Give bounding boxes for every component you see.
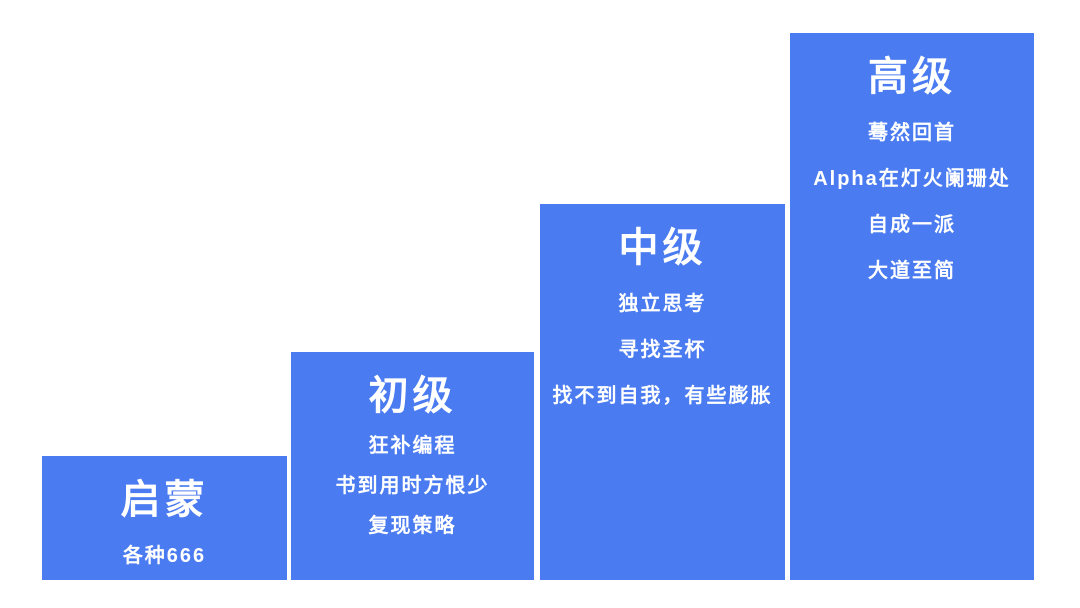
step-item: 复现策略: [368, 515, 457, 537]
step-item: 书到用时方恨少: [335, 475, 490, 497]
step-item-list: 独立思考 寻找圣杯 找不到自我，有些膨胀: [540, 290, 785, 410]
step-item-list: 各种666: [42, 542, 287, 570]
step-item: 独立思考: [618, 293, 707, 315]
step-title: 初级: [368, 374, 457, 418]
step-title: 中级: [618, 226, 707, 270]
step-block-2-beginner: 初级 狂补编程 书到用时方恨少 复现策略: [291, 352, 534, 580]
step-item: 自成一派: [868, 214, 956, 236]
step-item-list: 狂补编程 书到用时方恨少 复现策略: [291, 432, 534, 540]
step-item-list: 蓦然回首 Alpha在灯火阑珊处 自成一派 大道至简: [790, 119, 1034, 285]
step-item: 寻找圣杯: [618, 339, 707, 361]
step-item: 蓦然回首: [868, 122, 956, 144]
step-item: 大道至简: [868, 260, 956, 282]
step-block-4-advanced: 高级 蓦然回首 Alpha在灯火阑珊处 自成一派 大道至简: [790, 33, 1034, 580]
step-item: Alpha在灯火阑珊处: [813, 168, 1011, 190]
step-item: 各种666: [122, 545, 207, 567]
step-block-1-enlightenment: 启蒙 各种666: [42, 456, 287, 580]
step-title: 启蒙: [120, 478, 209, 522]
step-title: 高级: [868, 55, 956, 99]
step-block-3-intermediate: 中级 独立思考 寻找圣杯 找不到自我，有些膨胀: [540, 204, 785, 580]
step-item: 狂补编程: [368, 435, 457, 457]
step-item: 找不到自我，有些膨胀: [552, 385, 773, 407]
